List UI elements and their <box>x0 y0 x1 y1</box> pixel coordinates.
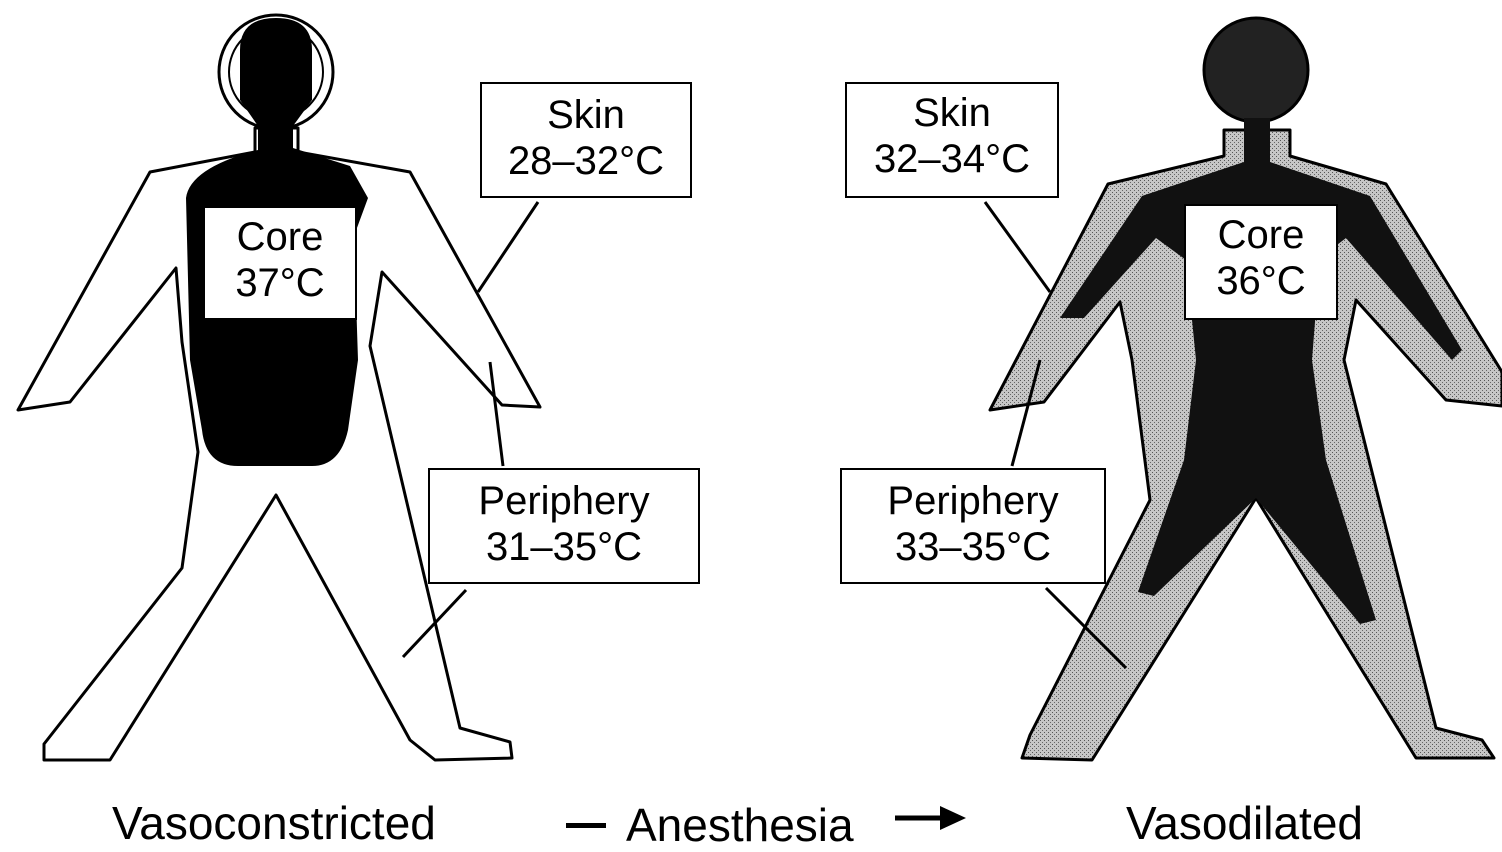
left-core-temp: 37°C <box>205 260 355 306</box>
left-periphery-name: Periphery <box>430 478 698 524</box>
right-skin-label: Skin 32–34°C <box>845 82 1059 198</box>
right-skin-name: Skin <box>847 90 1057 136</box>
left-periphery-label: Periphery 31–35°C <box>428 468 700 584</box>
left-periphery-temp: 31–35°C <box>430 524 698 570</box>
left-skin-leader <box>478 202 538 292</box>
right-body-figure <box>985 18 1502 760</box>
right-core-name: Core <box>1186 212 1336 258</box>
left-skin-label: Skin 28–32°C <box>480 82 692 198</box>
right-skin-temp: 32–34°C <box>847 136 1057 182</box>
left-body-figure <box>18 15 540 760</box>
right-periphery-label: Periphery 33–35°C <box>840 468 1106 584</box>
left-caption: Vasoconstricted <box>112 800 436 846</box>
right-core-temp: 36°C <box>1186 258 1336 304</box>
right-periphery-name: Periphery <box>842 478 1104 524</box>
left-skin-temp: 28–32°C <box>482 138 690 184</box>
anesthesia-arrow <box>895 806 966 830</box>
right-caption: Vasodilated <box>1126 800 1363 846</box>
left-skin-name: Skin <box>482 92 690 138</box>
right-core-label: Core 36°C <box>1184 204 1338 320</box>
left-core-label: Core 37°C <box>203 206 357 320</box>
transition-dash <box>566 823 606 828</box>
right-skin-leader <box>985 202 1050 292</box>
right-periphery-temp: 33–35°C <box>842 524 1104 570</box>
left-core-name: Core <box>205 214 355 260</box>
right-head <box>1204 18 1308 122</box>
